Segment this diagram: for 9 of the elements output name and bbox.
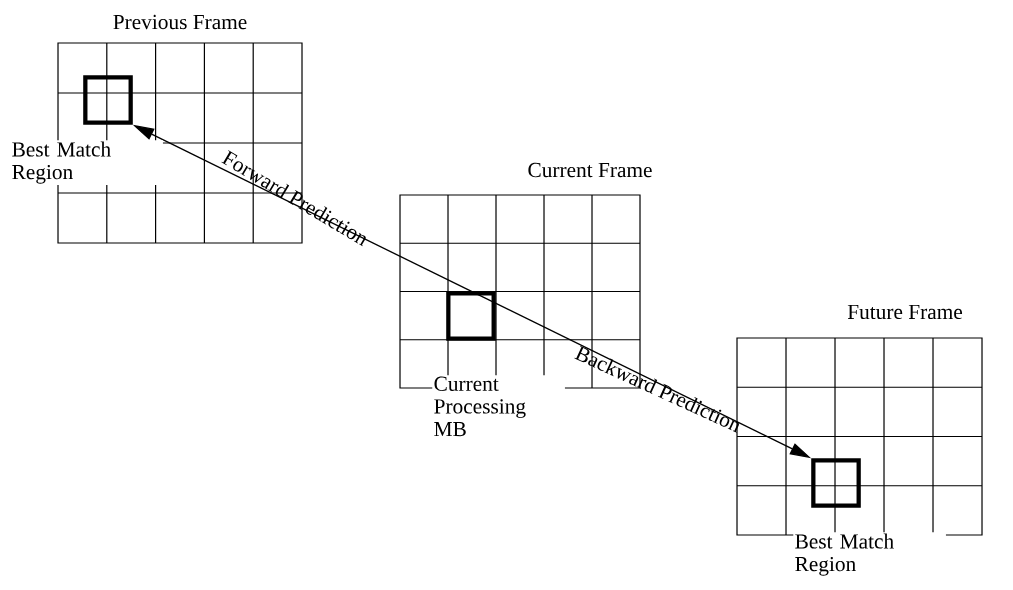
region-square — [83, 75, 133, 125]
region-square — [446, 291, 496, 341]
frame-title: Previous Frame — [113, 14, 247, 30]
frame-title: Current Frame — [528, 162, 652, 178]
frame-title: Future Frame — [847, 304, 963, 320]
region-square — [811, 458, 861, 508]
region-label: Best Match Region — [10, 140, 163, 185]
region-label: Current Processing MB — [432, 375, 565, 438]
region-label: Best Match Region — [793, 532, 946, 577]
